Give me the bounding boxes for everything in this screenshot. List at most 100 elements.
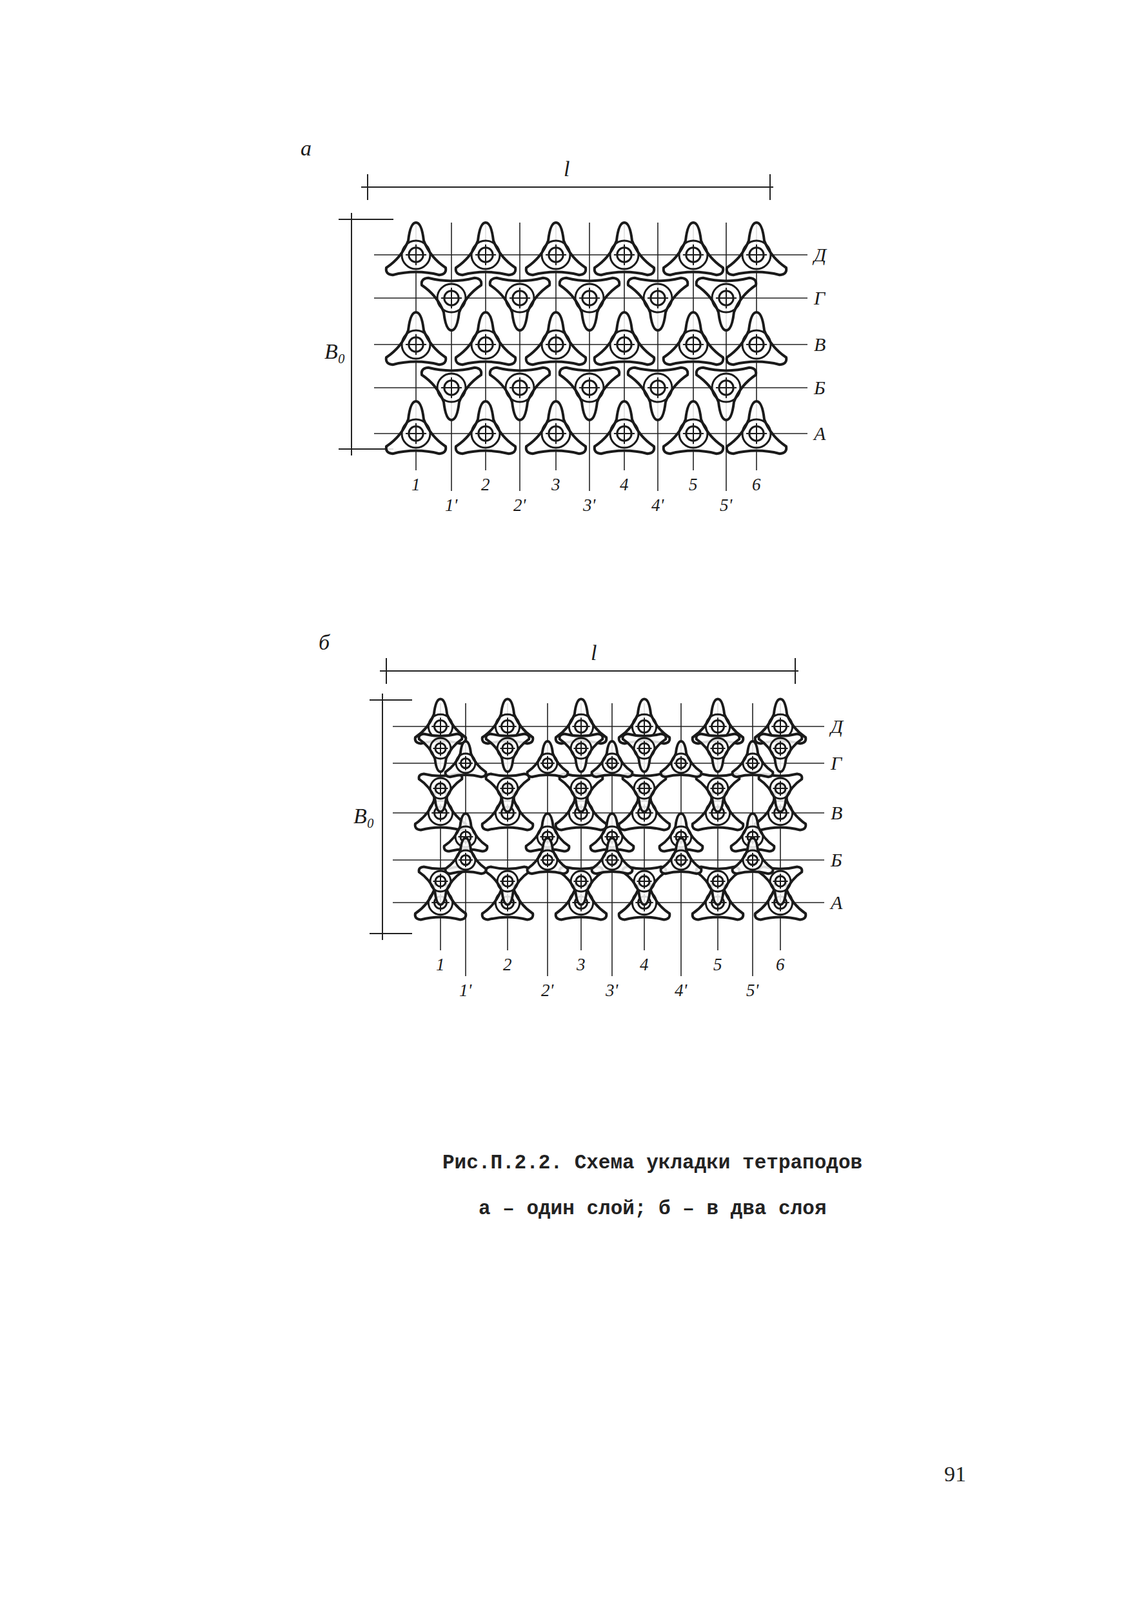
column-number: 6 (775, 955, 785, 974)
tetrapod-symbol (527, 837, 569, 874)
tetrapod-outline (594, 222, 655, 275)
dimension-label: l (588, 641, 600, 664)
tetrapod-symbol (726, 312, 787, 365)
tetrapod-outline (419, 773, 463, 812)
tetrapod-outline (696, 367, 757, 420)
tetrapod-symbol (486, 733, 530, 772)
grid-line (755, 222, 758, 471)
tetrapod-outline (455, 312, 516, 365)
tetrapod-ring (742, 330, 771, 359)
tetrapod-outline (696, 733, 740, 772)
tetrapod-ring (471, 330, 500, 359)
tetrapod-ring (770, 777, 791, 799)
tetrapod-symbol (455, 222, 516, 275)
tetrapod-outline (527, 741, 569, 777)
tetrapod-cross (725, 287, 727, 309)
tetrapod-symbol (594, 312, 655, 365)
tetrapod-ring (401, 419, 431, 448)
tetrapod-outline (663, 312, 724, 365)
panel-letter: б (318, 631, 330, 654)
tetrapod-outline (445, 837, 487, 874)
tetrapod-cross (755, 244, 758, 266)
tetrapod-cross (623, 423, 625, 444)
tetrapod-cross (580, 740, 582, 756)
tetrapod-ring (570, 870, 592, 892)
row-label: Б (813, 377, 826, 398)
tetrapod-symbol (663, 222, 724, 275)
tetrapod-symbol (421, 277, 482, 331)
page-number: 91 (944, 1462, 967, 1485)
tetrapod-symbol (445, 741, 487, 777)
tetrapod-cross (657, 377, 659, 398)
column-number: 1 (411, 475, 421, 494)
tetrapod-symbol (490, 367, 551, 420)
column-number: 6 (752, 475, 762, 494)
tetrapod-outline (759, 773, 803, 812)
dimension-label: B₀ (350, 804, 378, 827)
tetrapod-symbol (559, 367, 620, 420)
tetrapod-symbol (445, 837, 487, 874)
grid-line (392, 725, 825, 727)
tetrapod-ring (602, 850, 622, 870)
tetrapod-cross (439, 780, 442, 796)
tetrapod-cross (484, 423, 487, 444)
grid-line (392, 901, 825, 903)
tetrapod-cross (611, 755, 613, 771)
tetrapod-ring (712, 283, 741, 313)
tetrapod-outline (663, 222, 724, 275)
tetrapod-cross (506, 873, 509, 889)
tetrapod-ring (633, 777, 655, 799)
tetrapod-symbol (628, 367, 689, 420)
tetrapod-ring (570, 777, 592, 799)
tetrapod-ring (471, 240, 500, 269)
row-label: Д (830, 716, 843, 736)
dimension-tick (369, 699, 413, 701)
tetrapod-symbol (455, 312, 516, 365)
column-number: 1 (435, 955, 446, 974)
tetrapod-outline (726, 222, 787, 275)
tetrapod-ring (497, 870, 518, 892)
tetrapod-cross (506, 780, 509, 796)
tetrapod-ring (471, 419, 500, 448)
tetrapod-cross (415, 334, 417, 355)
tetrapod-ring (430, 777, 451, 799)
tetrapod-outline (623, 733, 667, 772)
tetrapod-cross (717, 717, 719, 735)
dimension-tick (385, 657, 387, 684)
tetrapod-ring (707, 777, 729, 799)
tetrapod-outline (421, 277, 482, 331)
tetrapod-symbol (386, 312, 447, 365)
tetrapod-cross (546, 852, 549, 867)
grid-line (392, 811, 825, 814)
tetrapod-cross (623, 334, 625, 355)
column-number: 1' (445, 496, 458, 515)
tetrapod-cross (555, 244, 557, 266)
tetrapod-outline (628, 277, 689, 331)
column-number: 3 (551, 475, 561, 494)
column-number: 4 (639, 955, 649, 974)
dimension-line (361, 186, 774, 188)
tetrapod-symbol (732, 837, 774, 874)
tetrapod-outline (455, 222, 516, 275)
tetrapod-ring (541, 330, 571, 359)
grid-line (450, 222, 453, 491)
tetrapod-cross (692, 423, 694, 444)
tetrapod-symbol (526, 401, 587, 454)
row-label: Д (813, 245, 827, 265)
tetrapod-ring (505, 283, 535, 313)
tetrapod-cross (779, 740, 782, 756)
panel-letter: а (300, 137, 312, 160)
column-number: 2 (481, 475, 491, 494)
tetrapod-symbol (386, 222, 447, 275)
tetrapod-symbol (663, 312, 724, 365)
tetrapod-outline (696, 773, 740, 812)
tetrapod-symbol (592, 837, 633, 874)
tetrapod-ring (430, 737, 451, 759)
dimension-tick (369, 932, 413, 934)
column-number: 3 (576, 955, 586, 974)
tetrapod-ring (437, 283, 466, 313)
tetrapod-ring (742, 850, 763, 870)
tetrapod-ring (712, 373, 741, 402)
tetrapod-cross (725, 377, 727, 398)
tetrapod-outline (455, 401, 516, 454)
